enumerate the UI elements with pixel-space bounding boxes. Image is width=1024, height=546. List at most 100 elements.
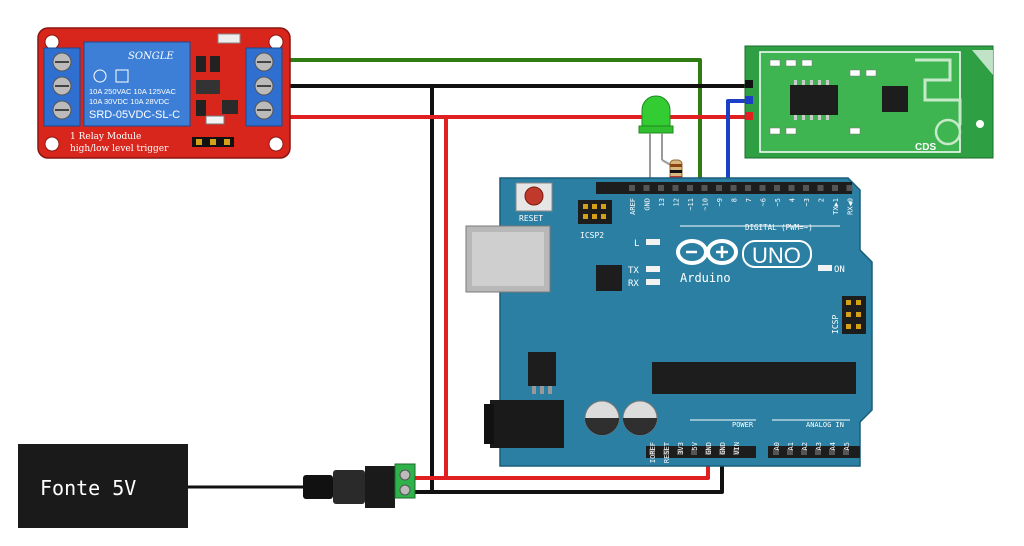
digital-pin-label: 13 — [658, 198, 666, 206]
relay-ratings-line1: 10A 250VAC 10A 125VAC — [89, 87, 176, 96]
analog-pin-hole — [843, 449, 849, 455]
digital-pin-label: ~5 — [774, 198, 782, 206]
power-pin-hole — [719, 449, 725, 455]
atmega-chip — [652, 362, 856, 394]
analog-pin-label: A5 — [843, 442, 851, 450]
wire-green-signal — [286, 58, 702, 193]
dc-jack — [490, 400, 564, 448]
led — [638, 95, 674, 188]
arduino-logo — [676, 239, 738, 265]
microwave-radar-sensor: CDS — [744, 45, 994, 159]
digital-pin-label: 4 — [789, 198, 797, 202]
led-l-label: L — [634, 239, 639, 249]
sensor-pin-gnd — [745, 80, 753, 88]
power-pin-label: GND — [719, 442, 727, 455]
sensor-pin-out — [745, 96, 753, 104]
digital-pin-label: ~3 — [803, 198, 811, 206]
relay-body — [83, 41, 191, 127]
icsp2-label: ICSP2 — [580, 231, 604, 240]
icsp-header — [842, 296, 866, 334]
digital-pin-hole — [817, 185, 824, 191]
power-pin-label: GND — [705, 442, 713, 455]
power-pin-label: VIN — [733, 442, 741, 455]
relay-ratings-line2: 10A 30VDC 10A 28VDC — [89, 97, 170, 106]
digital-pin-hole — [759, 185, 766, 191]
analog-label: ANALOG IN — [806, 421, 844, 429]
digital-pin-hole — [658, 185, 664, 191]
power-pin-hole — [691, 449, 697, 455]
arduino-logo-text: Arduino — [680, 271, 731, 285]
capacitor-left — [584, 400, 620, 436]
digital-pin-hole — [672, 185, 679, 191]
digital-pin-label: 8 — [731, 198, 739, 202]
power-header — [646, 446, 756, 458]
power-pin-hole — [705, 449, 711, 455]
uno-badge — [742, 240, 812, 268]
analog-pin-hole — [815, 449, 821, 455]
wires — [188, 58, 750, 494]
analog-pin-hole — [829, 449, 835, 455]
led-rx-label: RX — [628, 279, 639, 289]
relay-model: SRD-05VDC-SL-C — [89, 109, 180, 121]
digital-pin-label: 12 — [673, 198, 681, 206]
analog-pin-label: A4 — [829, 442, 837, 450]
power-label: POWER — [732, 421, 754, 429]
power-supply-label: Fonte 5V — [40, 476, 136, 500]
wire-blue-sensor-out — [726, 99, 750, 193]
digital-label: DIGITAL (PWM=~) — [745, 223, 813, 232]
dc-barrel-adapter — [303, 463, 416, 508]
relay-brand: SONGLE — [128, 51, 174, 62]
relay-module: SONGLE 10A 250VAC 10A 125VAC 10A 30VDC 1… — [37, 27, 291, 159]
digital-pin-hole — [643, 185, 650, 191]
relay-jumper — [192, 137, 234, 147]
power-pin-hole — [649, 449, 655, 455]
relay-input-terminal — [245, 47, 283, 127]
power-pin-hole — [677, 449, 683, 455]
relay-trigger-label: high/low level trigger — [70, 144, 169, 154]
capacitor-right — [622, 400, 658, 436]
digital-pin-label: TX▶1 — [832, 198, 840, 215]
power-pin-label: 3V3 — [677, 442, 685, 455]
digital-pin-label: ~11 — [687, 198, 695, 211]
sensor-chip — [790, 85, 838, 115]
digital-pin-hole — [701, 185, 708, 191]
uno-model: UNO — [752, 243, 801, 268]
digital-pin-hole — [803, 185, 809, 191]
sensor-pin-vcc — [745, 112, 753, 120]
digital-pin-label: 2 — [818, 198, 826, 202]
led-tx-label: TX — [628, 266, 639, 276]
digital-pin-label: GND — [644, 198, 652, 211]
digital-pin-hole — [788, 185, 795, 191]
analog-pin-label: A2 — [801, 442, 809, 450]
power-pin-label: IOREF — [649, 442, 657, 463]
analog-pin-label: A3 — [815, 442, 823, 450]
sensor-label: CDS — [915, 142, 936, 153]
reset-label: RESET — [519, 214, 543, 223]
digital-pin-hole — [745, 185, 751, 191]
reset-button — [515, 182, 553, 212]
voltage-regulator — [528, 352, 556, 386]
digital-pin-hole — [687, 185, 693, 191]
icsp-label: ICSP — [831, 315, 840, 334]
power-pin-hole — [663, 449, 669, 455]
power-pin-label: RESET — [663, 441, 671, 463]
digital-pin-label: ~9 — [716, 198, 724, 206]
analog-pin-label: A1 — [787, 442, 795, 450]
analog-pin-hole — [801, 449, 807, 455]
relay-output-terminal — [43, 47, 81, 127]
digital-pin-hole — [629, 185, 635, 191]
digital-pin-label: 7 — [745, 198, 753, 202]
digital-pin-hole — [832, 185, 838, 191]
led-on-label: ON — [834, 265, 845, 275]
digital-pin-label: ~6 — [760, 198, 768, 206]
digital-pin-hole — [730, 185, 737, 191]
power-pin-hole — [733, 449, 739, 455]
digital-pin-hole — [716, 185, 722, 191]
sensor-antenna-trace — [915, 58, 962, 125]
digital-pin-hole — [846, 185, 853, 191]
digital-pin-label: AREF — [629, 198, 637, 215]
usb-chip — [596, 265, 622, 291]
analog-pin-hole — [773, 449, 779, 455]
